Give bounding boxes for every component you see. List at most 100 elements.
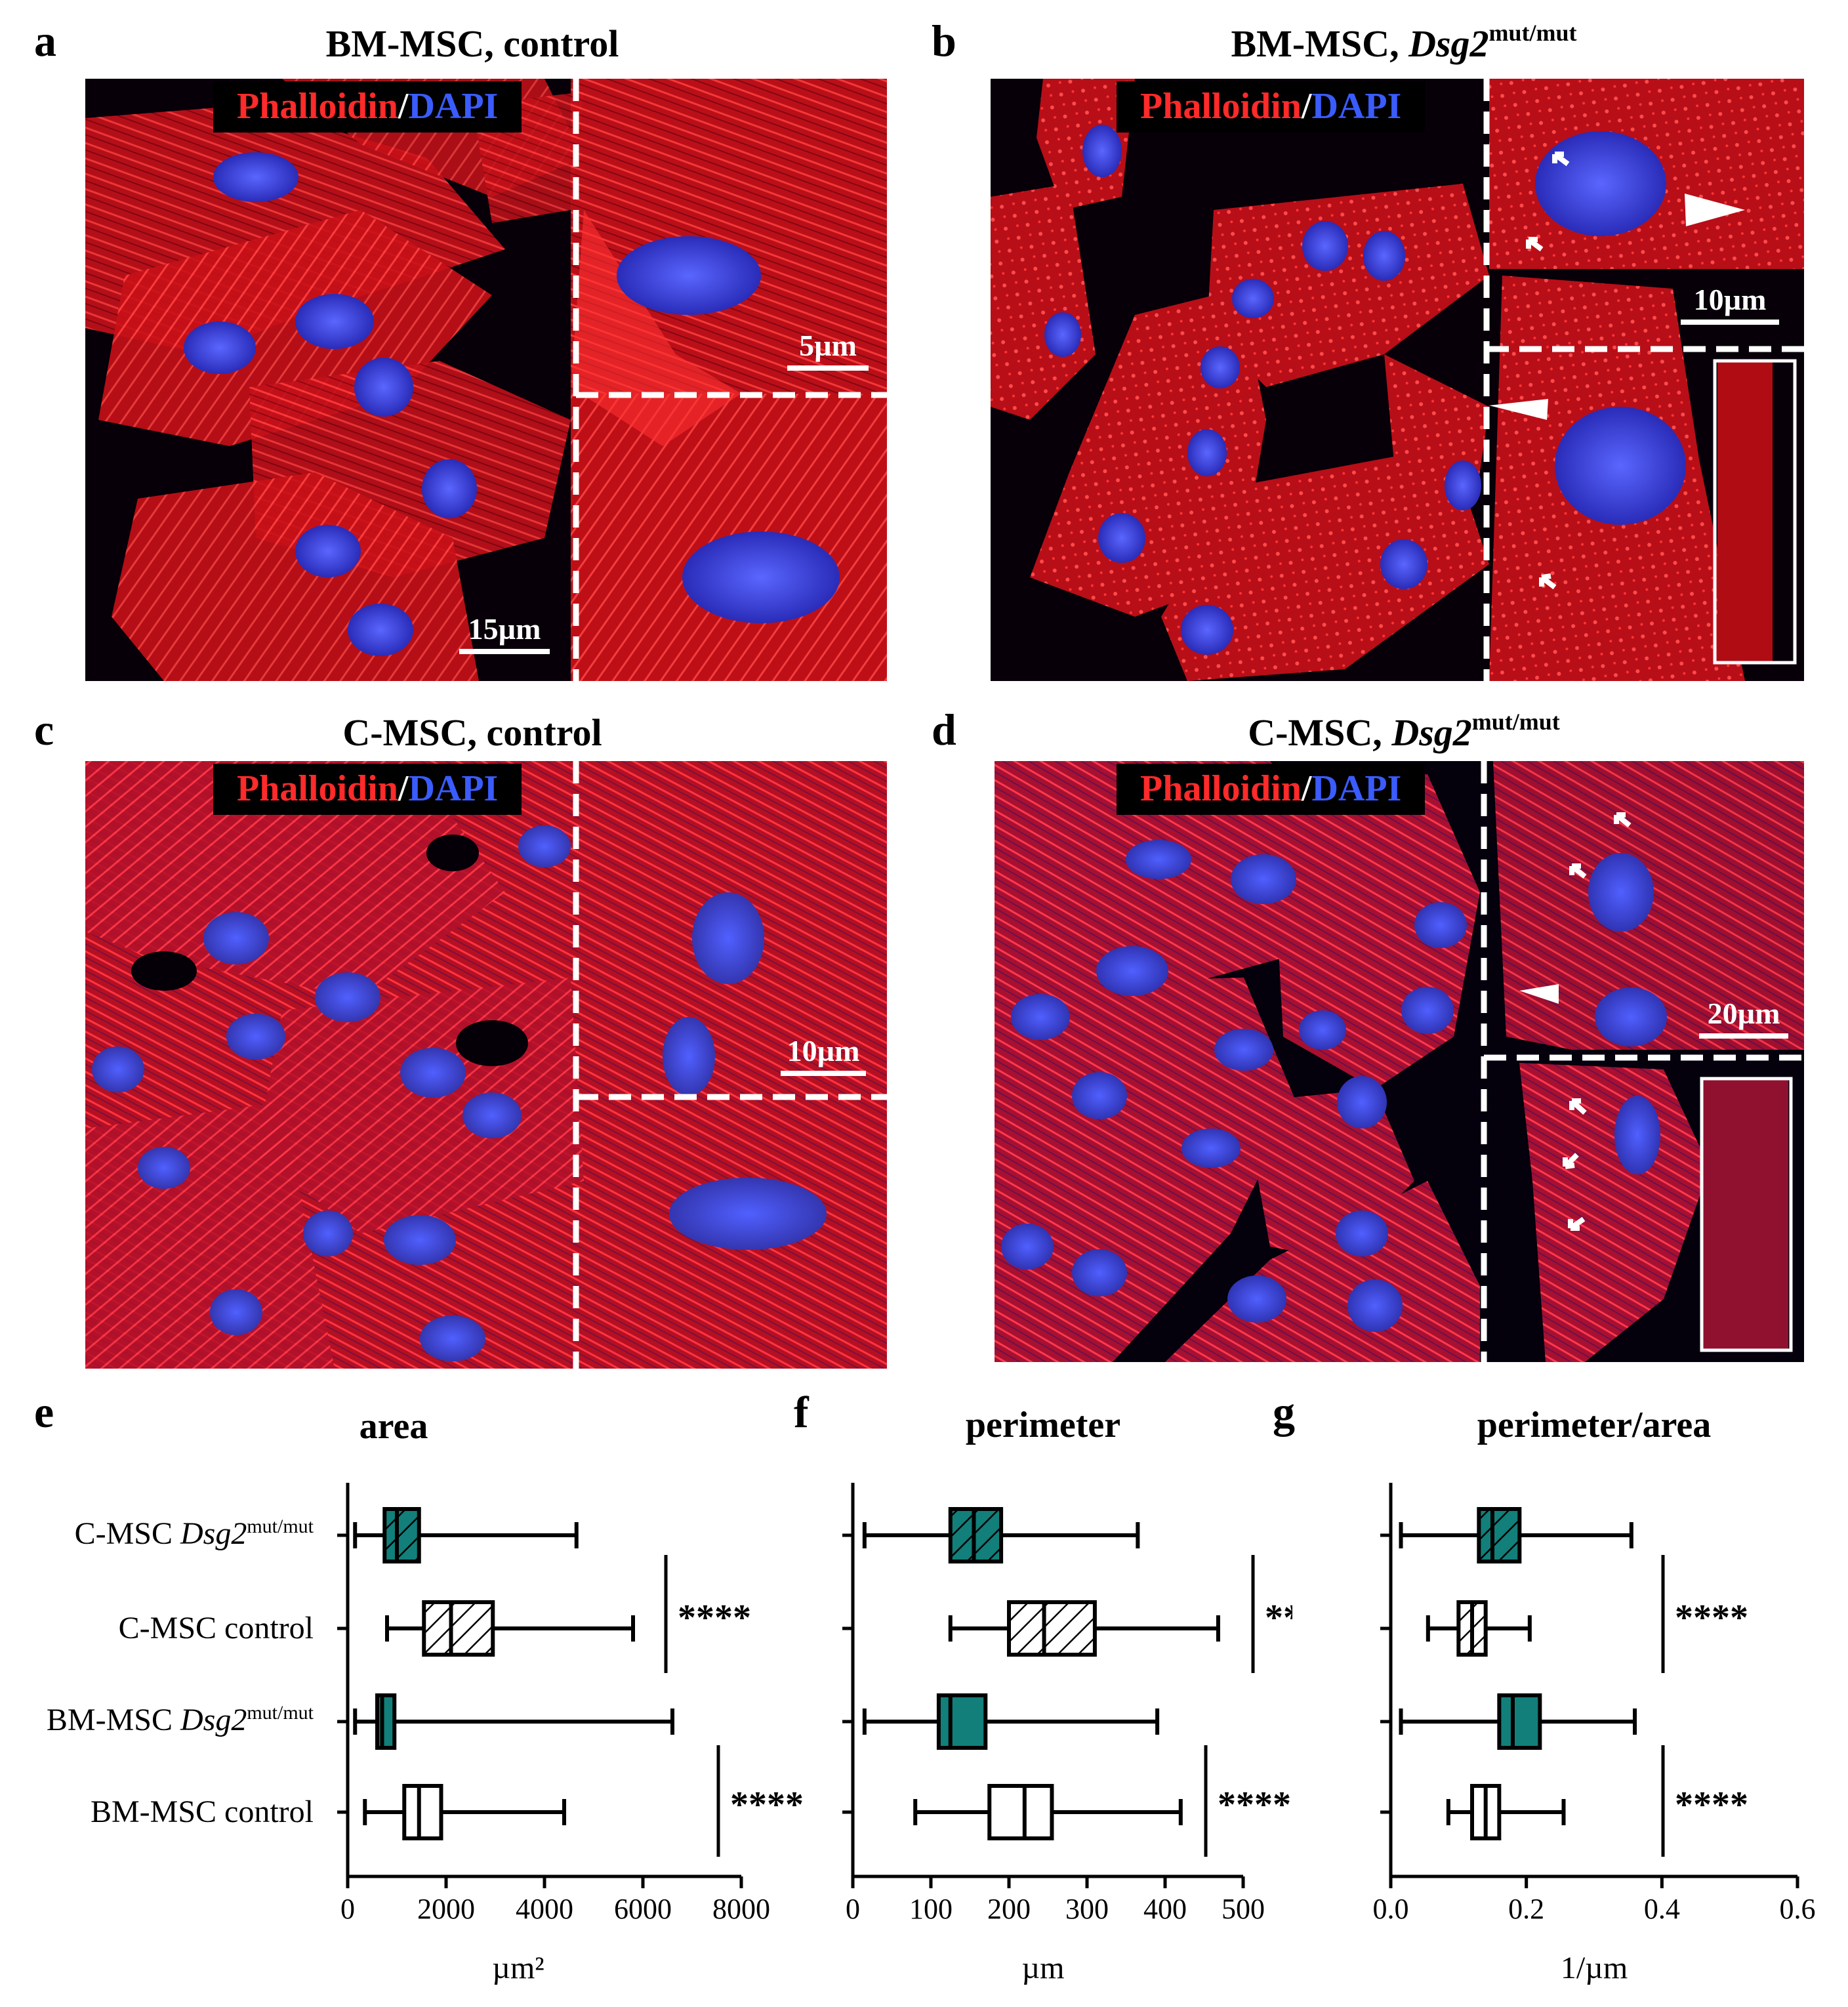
stain-sep-d: / bbox=[1301, 768, 1312, 809]
scale-text-a-main: 15µm bbox=[468, 612, 541, 646]
x-tick-label-perimeter-area-1: 0.2 bbox=[1508, 1893, 1544, 1925]
stain-label-a: Phalloidin/DAPI bbox=[213, 81, 522, 133]
stain-blue-a: DAPI bbox=[408, 86, 499, 127]
x-tick-label-area-2: 4000 bbox=[516, 1893, 573, 1925]
box-perimeter-area-2 bbox=[1399, 1693, 1637, 1750]
box-fill-perimeter-3 bbox=[989, 1786, 1052, 1838]
box-fill-area-3 bbox=[404, 1786, 441, 1838]
group-label-2-gene: Dsg2 bbox=[180, 1703, 247, 1737]
group-label-0: C-MSC Dsg2mut/mut bbox=[0, 1516, 314, 1552]
box-area-1 bbox=[385, 1600, 635, 1657]
x-tick-label-perimeter-5: 500 bbox=[1222, 1893, 1265, 1925]
box-outline-area-3 bbox=[402, 1784, 443, 1840]
box-hatch-area-1 bbox=[424, 1602, 493, 1655]
significance-label-perimeter-area-1: **** bbox=[1675, 1785, 1748, 1825]
scale-bar-a-inset: 5µm bbox=[787, 328, 869, 371]
box-perimeter-3 bbox=[913, 1784, 1183, 1840]
chart-label-f: f bbox=[794, 1387, 809, 1437]
stain-label-c: Phalloidin/DAPI bbox=[213, 764, 522, 815]
box-fill-area-2 bbox=[377, 1695, 395, 1748]
group-label-2-sup: mut/mut bbox=[247, 1702, 314, 1724]
stain-blue-d: DAPI bbox=[1311, 768, 1402, 809]
x-tick-label-perimeter-3: 300 bbox=[1065, 1893, 1109, 1925]
box-outline-perimeter-1 bbox=[1007, 1600, 1097, 1657]
x-tick-label-perimeter-4: 400 bbox=[1143, 1893, 1187, 1925]
x-tick-label-area-0: 0 bbox=[340, 1893, 355, 1925]
group-label-2: BM-MSC Dsg2mut/mut bbox=[0, 1702, 314, 1738]
x-tick-label-area-1: 2000 bbox=[417, 1893, 475, 1925]
panel-title-c: C-MSC, control bbox=[342, 711, 602, 754]
scale-bar-d-inset: 20µm bbox=[1699, 996, 1788, 1039]
box-outline-area-1 bbox=[422, 1600, 495, 1657]
group-label-0-sup: mut/mut bbox=[247, 1516, 314, 1537]
panel-label-a: a bbox=[34, 16, 56, 66]
panel-title-a: BM-MSC, control bbox=[325, 22, 619, 65]
scale-text-c-inset: 10µm bbox=[787, 1034, 860, 1067]
stain-red-d: Phalloidin bbox=[1140, 768, 1302, 809]
scale-line-a-inset bbox=[787, 365, 869, 371]
stain-blue-b: DAPI bbox=[1311, 86, 1402, 127]
x-tick-label-perimeter-2: 200 bbox=[987, 1893, 1031, 1925]
stain-sep-a: / bbox=[398, 86, 409, 127]
box-outline-perimeter-2 bbox=[936, 1693, 988, 1750]
group-label-1: C-MSC control bbox=[118, 1611, 314, 1645]
scale-text-b-inset: 10µm bbox=[1693, 283, 1767, 316]
scale-line-a-main bbox=[459, 649, 550, 654]
micrograph-b: Phalloidin/DAPI 10µm bbox=[991, 79, 1804, 681]
panel-title-d-gene: Dsg2 bbox=[1391, 711, 1472, 754]
x-tick-label-perimeter-area-2: 0.4 bbox=[1644, 1893, 1680, 1925]
micrograph-d: Phalloidin/DAPI 20µm bbox=[995, 761, 1804, 1362]
box-perimeter-0 bbox=[862, 1507, 1140, 1563]
scale-text-d-inset: 20µm bbox=[1707, 997, 1780, 1030]
box-outline-perimeter-area-0 bbox=[1477, 1507, 1522, 1563]
group-label-2-prefix: BM-MSC bbox=[46, 1703, 180, 1737]
box-outline-area-2 bbox=[375, 1693, 397, 1750]
micrograph-a: Phalloidin/DAPI 15µm 5µm bbox=[85, 79, 887, 681]
micrograph-a-image bbox=[85, 79, 887, 681]
box-hatch-area-0 bbox=[384, 1509, 419, 1562]
panel-title-b: BM-MSC, Dsg2mut/mut bbox=[997, 21, 1811, 65]
box-fill-perimeter-area-2 bbox=[1499, 1695, 1540, 1748]
x-tick-label-perimeter-area-3: 0.6 bbox=[1780, 1893, 1816, 1925]
panel-title-d-sup: mut/mut bbox=[1471, 709, 1560, 735]
box-outline-perimeter-area-2 bbox=[1497, 1693, 1542, 1750]
box-area-3 bbox=[363, 1784, 566, 1840]
panel-title-d: C-MSC, Dsg2mut/mut bbox=[997, 710, 1811, 754]
box-perimeter-area-0 bbox=[1399, 1507, 1633, 1563]
group-label-0-prefix: C-MSC bbox=[74, 1516, 180, 1551]
panel-title-b-prefix: BM-MSC, bbox=[1231, 22, 1409, 65]
scale-line-d-inset bbox=[1699, 1033, 1788, 1039]
scale-text-a-inset: 5µm bbox=[799, 329, 857, 362]
box-area-0 bbox=[353, 1507, 579, 1563]
box-fill-perimeter-2 bbox=[938, 1695, 986, 1748]
box-outline-area-0 bbox=[382, 1507, 421, 1563]
stain-blue-c: DAPI bbox=[408, 768, 499, 809]
scale-bar-c-inset: 10µm bbox=[781, 1033, 866, 1076]
panel-label-d: d bbox=[932, 705, 956, 755]
stain-label-b: Phalloidin/DAPI bbox=[1117, 81, 1426, 133]
x-tick-label-perimeter-0: 0 bbox=[846, 1893, 860, 1925]
panel-label-b: b bbox=[932, 16, 956, 66]
box-perimeter-area-1 bbox=[1426, 1600, 1532, 1657]
micrograph-c-image bbox=[85, 761, 887, 1369]
x-tick-label-perimeter-1: 100 bbox=[909, 1893, 953, 1925]
panel-title-b-sup: mut/mut bbox=[1489, 20, 1577, 46]
chart-label-g: g bbox=[1273, 1387, 1295, 1437]
box-perimeter-2 bbox=[862, 1693, 1160, 1750]
significance-label-area-1: **** bbox=[730, 1785, 804, 1825]
scale-line-b-inset bbox=[1681, 320, 1779, 325]
x-tick-label-area-4: 8000 bbox=[712, 1893, 770, 1925]
group-label-3: BM-MSC control bbox=[90, 1794, 314, 1829]
chart-title-area: area bbox=[359, 1406, 428, 1447]
micrograph-d-image bbox=[995, 761, 1804, 1362]
scale-bar-b-inset: 10µm bbox=[1681, 282, 1779, 325]
group-label-0-gene: Dsg2 bbox=[180, 1516, 247, 1551]
xlabel-perimeter: µm bbox=[1021, 1951, 1065, 1985]
stain-label-d: Phalloidin/DAPI bbox=[1117, 764, 1426, 815]
stain-red-c: Phalloidin bbox=[237, 768, 398, 809]
significance-label-perimeter-area-0: **** bbox=[1675, 1598, 1748, 1638]
box-perimeter-1 bbox=[948, 1600, 1220, 1657]
panel-title-d-prefix: C-MSC, bbox=[1248, 711, 1392, 754]
